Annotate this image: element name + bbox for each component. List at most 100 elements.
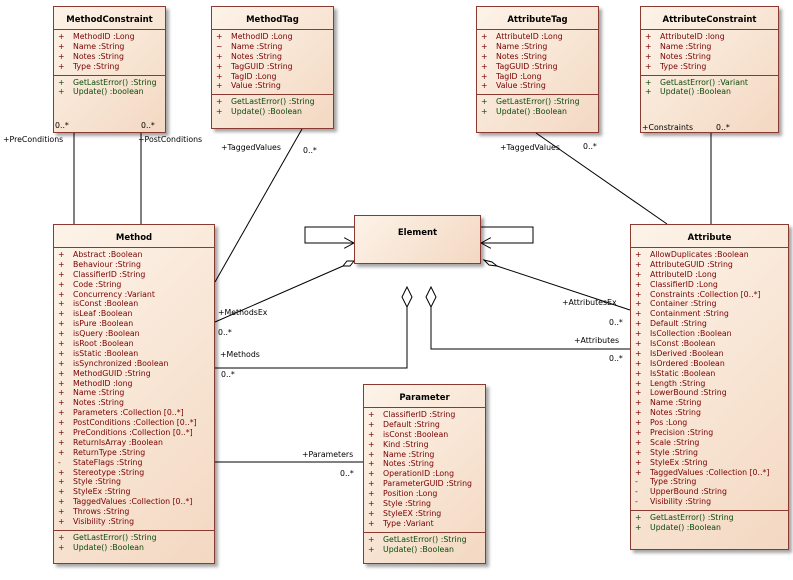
class-parameter[interactable]: Parameter +ClassifierID :String+Default … <box>363 384 486 564</box>
class-attributetag[interactable]: AttributeTag +AttributeID :Long+Name :St… <box>476 6 599 133</box>
constraints-role: +Constraints <box>642 123 694 132</box>
visibility-marker: + <box>481 71 488 81</box>
attribute-row: +Behaviour :String <box>54 260 214 270</box>
attribute-text: Value :String <box>496 81 546 91</box>
attribute-text: MethodID :long <box>73 378 133 388</box>
class-element[interactable]: Element <box>354 215 481 264</box>
visibility-marker: + <box>635 289 642 299</box>
visibility-marker: + <box>58 378 65 388</box>
operation-row: +GetLastError() :String <box>54 78 165 88</box>
operation-text: GetLastError() :String <box>231 97 315 107</box>
attribute-text: Visibility :String <box>650 497 712 507</box>
methodsex-diamond <box>341 260 356 267</box>
attribute-compartment: +Abstract :Boolean+Behaviour :String+Cla… <box>54 247 214 530</box>
visibility-marker: + <box>58 447 65 457</box>
attribute-row: + Pos :Long <box>631 418 788 428</box>
preconditions-multiplicity: 0..* <box>55 121 69 130</box>
element-self-association <box>304 226 354 243</box>
attribute-text: Notes :String <box>383 459 434 469</box>
attribute-compartment: +MethodID :Long+Name :String+Notes :Stri… <box>54 29 165 75</box>
visibility-marker: + <box>58 87 65 97</box>
attribute-row: +ClassifierID :String <box>364 410 485 420</box>
class-methodtag[interactable]: MethodTag +MethodID :Long~Name :String+N… <box>211 6 334 129</box>
visibility-marker: + <box>58 329 65 339</box>
attribute-taggedvalues-role: +TaggedValues <box>500 143 560 152</box>
visibility-marker: + <box>635 309 642 319</box>
visibility-marker: + <box>58 517 65 527</box>
operation-compartment: +GetLastError() :String+Update() :Boolea… <box>364 531 485 558</box>
visibility-marker: + <box>368 544 375 554</box>
class-attribute[interactable]: Attribute +AllowDuplicates :Boolean+Attr… <box>630 224 789 550</box>
visibility-marker: + <box>368 508 375 518</box>
attribute-text: Name :String <box>496 41 548 51</box>
attribute-row: +Abstract :Boolean <box>54 250 214 260</box>
visibility-marker: + <box>58 339 65 349</box>
class-attributeconstraint[interactable]: AttributeConstraint +AttributeID :long+N… <box>640 6 779 133</box>
method-taggedvalues-role: +TaggedValues <box>221 143 281 152</box>
attribute-row: +Name :String <box>54 42 165 52</box>
attribute-row: +LowerBound :String <box>631 388 788 398</box>
attribute-text: Style :String <box>73 477 121 487</box>
attribute-row: +Precision :String <box>631 428 788 438</box>
visibility-marker: + <box>58 368 65 378</box>
visibility-marker: + <box>58 497 65 507</box>
attributes-aggregation <box>430 307 630 350</box>
visibility-marker: + <box>635 259 642 269</box>
visibility-marker: + <box>635 388 642 398</box>
visibility-marker: + <box>645 87 652 97</box>
preconditions-role: +PreConditions <box>3 135 64 144</box>
attribute-row: - Visibility :String <box>631 497 788 507</box>
attribute-row: +Concurrency :Variant <box>54 290 214 300</box>
operation-text: GetLastError() :String <box>383 534 467 544</box>
operation-text: Update() :boolean <box>73 87 144 97</box>
attribute-text: IsOrdered :Boolean <box>650 358 725 368</box>
attribute-text: PreConditions :Collection [0..*] <box>73 428 193 438</box>
attribute-text: Name :String <box>73 41 125 51</box>
attribute-row: +Name :String <box>54 388 214 398</box>
attribute-row: +Default :String <box>631 319 788 329</box>
attributesex-role: +AttributesEx <box>562 298 617 307</box>
operation-row: +Update() :Boolean <box>54 543 214 553</box>
visibility-marker: + <box>216 71 223 81</box>
class-title: AttributeTag <box>507 15 568 25</box>
visibility-marker: + <box>58 358 65 368</box>
visibility-marker: + <box>368 518 375 528</box>
attribute-text: IsCollection :Boolean <box>650 329 732 339</box>
class-methodconstraint[interactable]: MethodConstraint +MethodID :Long+Name :S… <box>53 6 166 133</box>
attribute-row: +isConst :Boolean <box>54 299 214 309</box>
attribute-text: isRoot :Boolean <box>73 339 134 349</box>
attribute-text: Default :String <box>650 319 707 329</box>
method-taggedvalues-association <box>214 128 303 283</box>
visibility-marker: + <box>368 410 375 419</box>
visibility-marker: + <box>635 418 642 428</box>
class-title: Parameter <box>399 393 450 403</box>
attribute-text: ParameterGUID :String <box>383 479 472 489</box>
attribute-row: +Container :String <box>631 299 788 309</box>
parameters-multiplicity: 0..* <box>340 469 354 478</box>
visibility-marker: - <box>635 497 638 507</box>
attribute-text: Notes :String <box>650 408 701 418</box>
attribute-text: ReturnType :String <box>73 447 146 457</box>
attributes-diamond <box>425 285 437 309</box>
class-method[interactable]: Method +Abstract :Boolean+Behaviour :Str… <box>53 224 215 564</box>
attribute-row: +TagID :Long <box>477 72 598 82</box>
visibility-marker: + <box>216 107 223 117</box>
attribute-row: +Scale :String <box>631 438 788 448</box>
attribute-row: +AttributeID :long <box>641 32 778 42</box>
attribute-text: Scale :String <box>650 437 700 447</box>
visibility-marker: + <box>368 419 375 429</box>
attribute-text: Visibility :String <box>73 517 135 527</box>
visibility-marker: + <box>216 97 223 107</box>
attribute-row: +OperationID :Long <box>364 469 485 479</box>
attribute-row: +Throws :String <box>54 507 214 517</box>
visibility-marker: + <box>481 51 488 61</box>
attribute-row: +Style :String <box>54 477 214 487</box>
attribute-row: + ReturnType :String <box>54 448 214 458</box>
postconditions-multiplicity: 0..* <box>141 121 155 130</box>
attribute-text: Style :String <box>383 499 431 509</box>
attribute-text: Precision :String <box>650 428 714 438</box>
visibility-marker: + <box>216 61 223 71</box>
visibility-marker: + <box>368 479 375 489</box>
visibility-marker: + <box>635 269 642 279</box>
attribute-text: Pos :Long <box>650 418 688 428</box>
